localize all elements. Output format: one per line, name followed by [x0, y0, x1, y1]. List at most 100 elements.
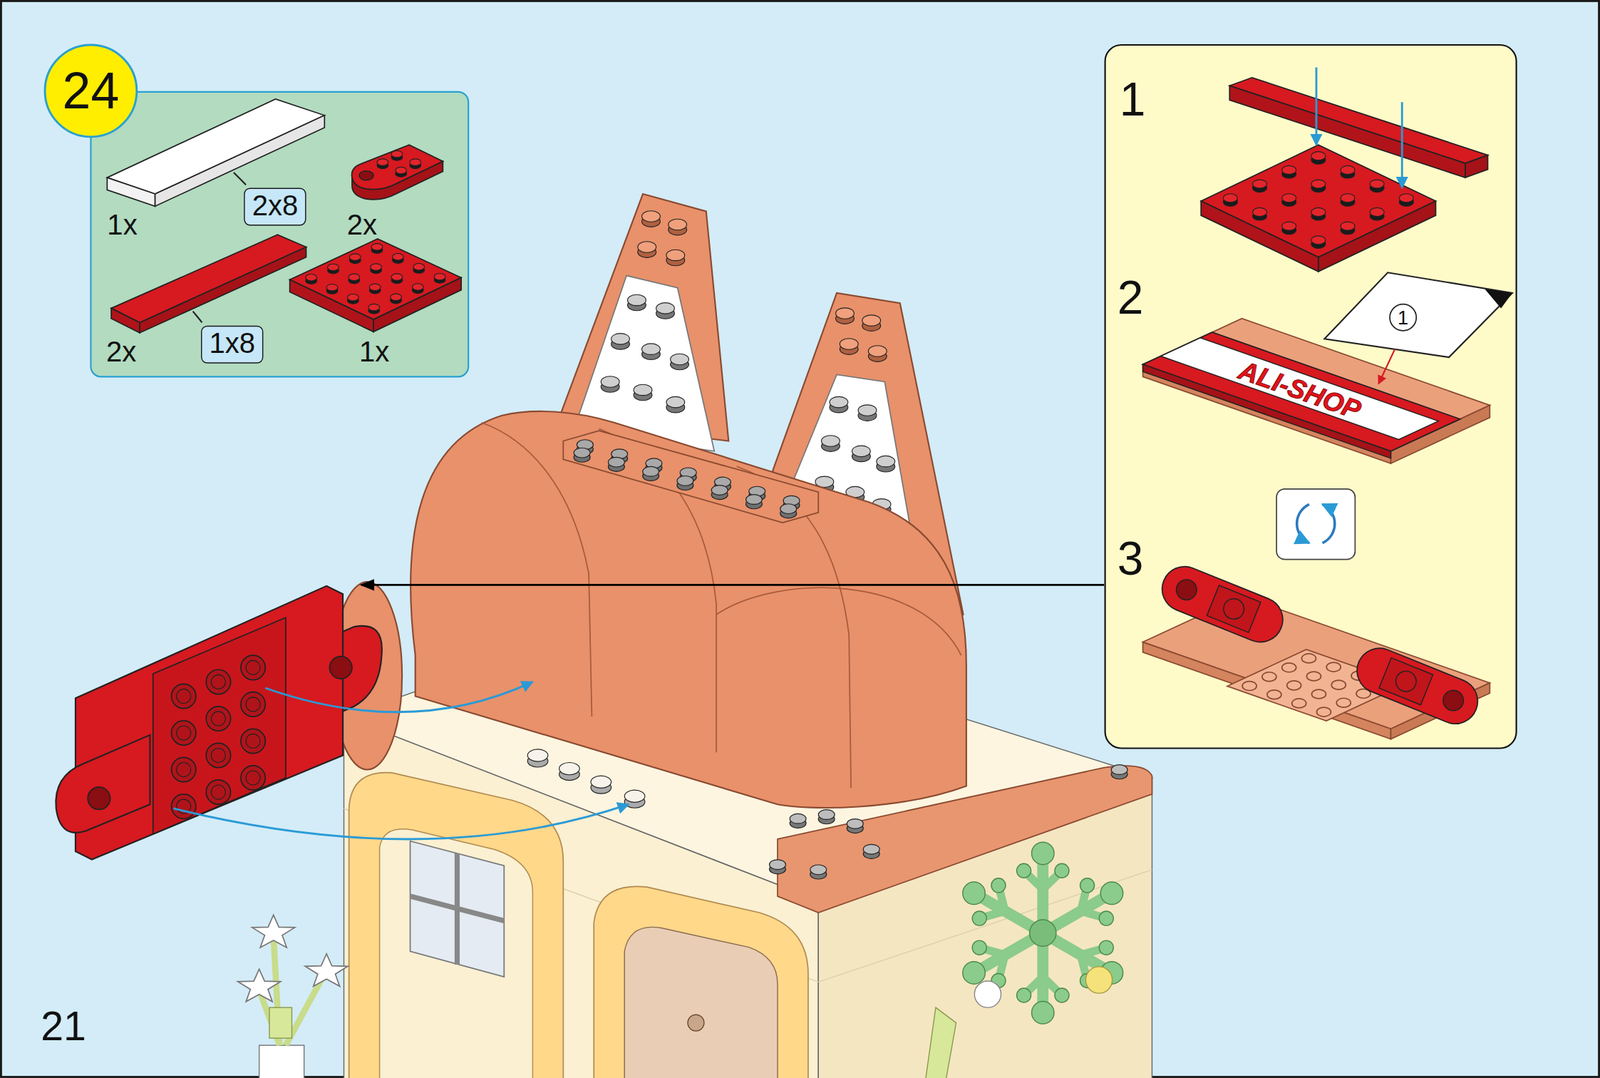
tile-top	[106, 99, 325, 194]
sticker-number: 1	[1397, 307, 1409, 328]
hole	[245, 659, 261, 675]
recess	[1206, 585, 1261, 633]
hole	[176, 762, 192, 777]
window-opening	[379, 828, 534, 1078]
plate-side	[290, 279, 374, 332]
panel-ground	[90, 91, 469, 377]
stud	[1252, 179, 1267, 189]
stud	[391, 150, 403, 157]
hub	[1029, 919, 1057, 946]
roof-seam	[481, 422, 593, 717]
stud	[876, 455, 896, 467]
stud	[666, 396, 685, 407]
window-bar	[410, 895, 505, 921]
branch-tip	[991, 878, 1006, 893]
stud	[627, 294, 647, 306]
sticker-fold	[1484, 288, 1513, 308]
hole	[329, 656, 352, 679]
roof-seam	[716, 587, 962, 655]
round-plate-body	[1155, 559, 1290, 649]
stud-group	[377, 150, 422, 177]
door-arch	[593, 885, 809, 1078]
stud	[1311, 179, 1326, 189]
hole	[245, 697, 261, 712]
flower-pot	[238, 914, 348, 1078]
stud	[1111, 764, 1128, 775]
stud	[607, 456, 625, 467]
sign-end	[55, 734, 150, 833]
stud	[1340, 221, 1355, 231]
stud	[409, 158, 422, 166]
branch-tip	[1017, 863, 1032, 878]
stud	[370, 263, 383, 271]
tube	[1311, 689, 1326, 699]
branch-tip	[1100, 881, 1123, 904]
stud	[368, 303, 380, 311]
hole	[1220, 595, 1248, 622]
branch-tip	[1098, 940, 1114, 955]
round-plate	[1155, 559, 1290, 649]
placement-arrow	[173, 803, 629, 839]
hole	[240, 692, 266, 717]
pot	[259, 1044, 305, 1078]
hole	[1173, 576, 1200, 603]
stud	[818, 809, 835, 820]
sticker-number-ring	[1389, 304, 1417, 331]
hole	[176, 725, 192, 740]
hole-group	[87, 654, 353, 819]
flower	[1085, 966, 1112, 993]
roof	[410, 411, 967, 808]
tube	[1282, 662, 1297, 673]
stud	[377, 158, 389, 166]
stud	[670, 353, 690, 365]
hole	[240, 654, 266, 680]
stud	[305, 274, 318, 281]
hole	[205, 742, 231, 767]
hole	[240, 765, 266, 790]
stud	[1282, 193, 1297, 203]
stud	[668, 218, 688, 230]
stud	[637, 241, 657, 253]
stud	[624, 789, 645, 802]
stud	[573, 447, 591, 458]
stud	[711, 485, 728, 496]
stud	[392, 253, 405, 261]
hole	[171, 683, 196, 708]
stud	[846, 818, 864, 829]
part-quantity: 2x	[106, 337, 137, 367]
hole	[240, 728, 266, 753]
stud	[411, 283, 424, 291]
stud-group	[527, 749, 1128, 879]
sticker-arrow	[1378, 349, 1395, 385]
parts-list	[90, 91, 469, 377]
window-glass	[410, 840, 505, 977]
tube	[1331, 679, 1346, 690]
door-knob	[687, 1014, 705, 1031]
stud	[1311, 151, 1326, 161]
stud	[746, 494, 763, 505]
step-number-badge: 24	[44, 44, 139, 139]
plant	[925, 1007, 957, 1078]
hole	[1440, 687, 1467, 714]
sign-panel	[153, 617, 286, 834]
callout-arrow	[361, 583, 1104, 586]
plate-side	[111, 307, 140, 333]
roof-wedge	[777, 765, 1152, 913]
window-arch	[349, 772, 564, 1078]
stud	[868, 345, 887, 357]
hole	[205, 706, 231, 731]
stud	[391, 273, 403, 281]
sub-assembly	[1105, 44, 1517, 748]
stud	[611, 333, 631, 345]
tube	[1316, 706, 1331, 717]
hole	[245, 770, 261, 785]
round-plate	[1350, 641, 1485, 731]
branch-tip	[1054, 863, 1070, 878]
leader-line	[193, 311, 203, 323]
plate-top	[290, 238, 462, 320]
leader-line	[233, 172, 246, 185]
sub-step-number: 2	[1117, 273, 1144, 321]
tube	[1326, 662, 1341, 672]
tube	[1336, 697, 1351, 707]
